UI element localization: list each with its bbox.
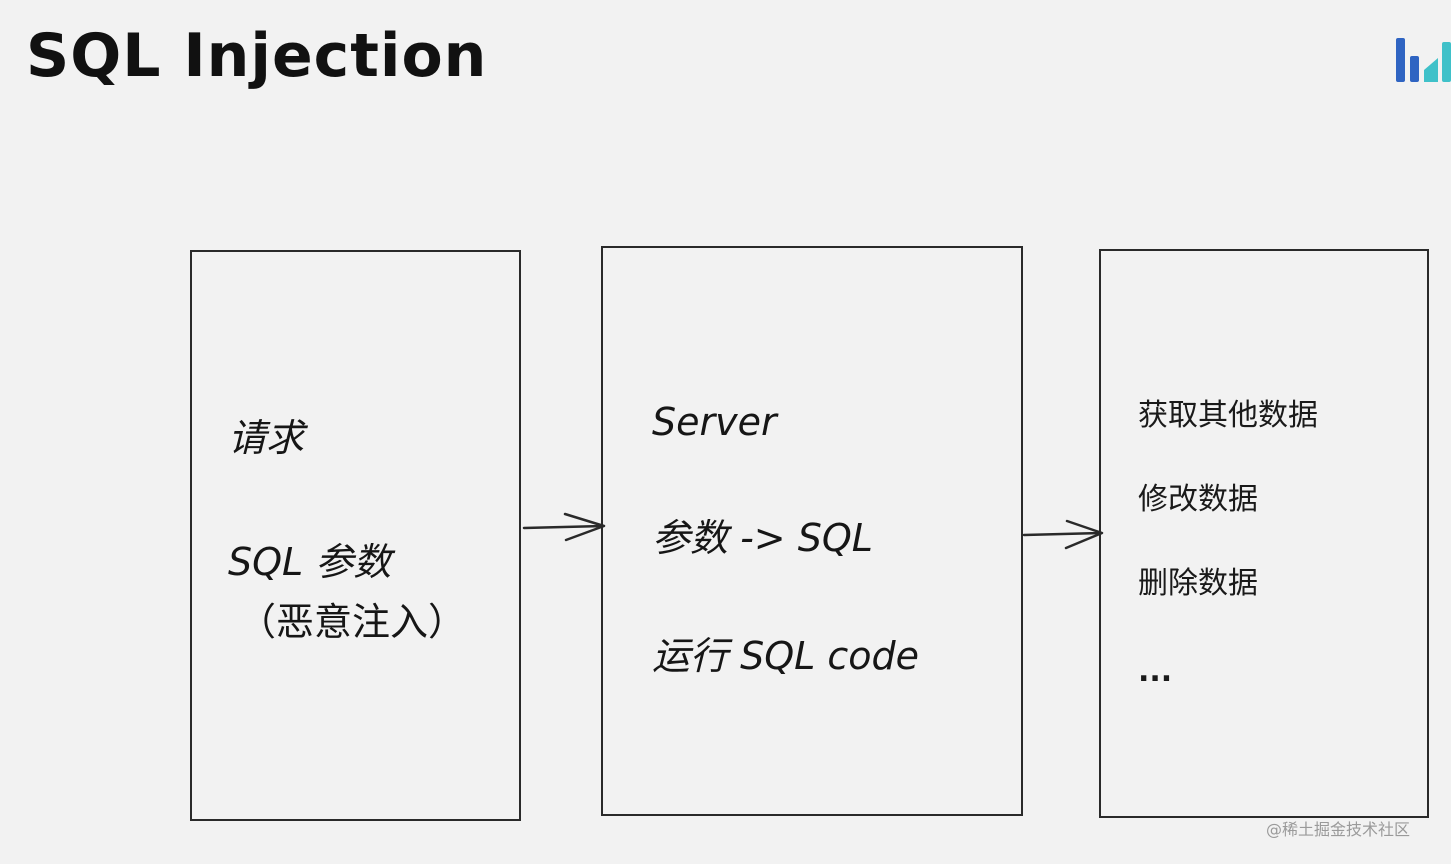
result-item: ...: [1138, 654, 1173, 689]
result-item: 获取其他数据: [1138, 398, 1318, 433]
results-box: [1099, 249, 1429, 818]
arrow-server-to-results: [1022, 519, 1104, 550]
watermark: @稀土掘金技术社区: [1266, 820, 1411, 839]
request-label: 请求: [228, 416, 305, 460]
malicious-injection-label: （恶意注入）: [238, 600, 467, 644]
result-item: 删除数据: [1138, 566, 1258, 601]
logo-icon: [1396, 38, 1451, 82]
sql-params-label: SQL 参数: [228, 540, 392, 584]
params-to-sql-label: 参数 -> SQL: [652, 516, 873, 560]
arrow-request-to-server: [522, 512, 606, 542]
server-label: Server: [652, 400, 777, 444]
request-box: [190, 250, 521, 821]
slide-title: SQL Injection: [26, 21, 488, 91]
run-sql-code-label: 运行 SQL code: [652, 634, 920, 678]
result-item: 修改数据: [1138, 482, 1258, 517]
